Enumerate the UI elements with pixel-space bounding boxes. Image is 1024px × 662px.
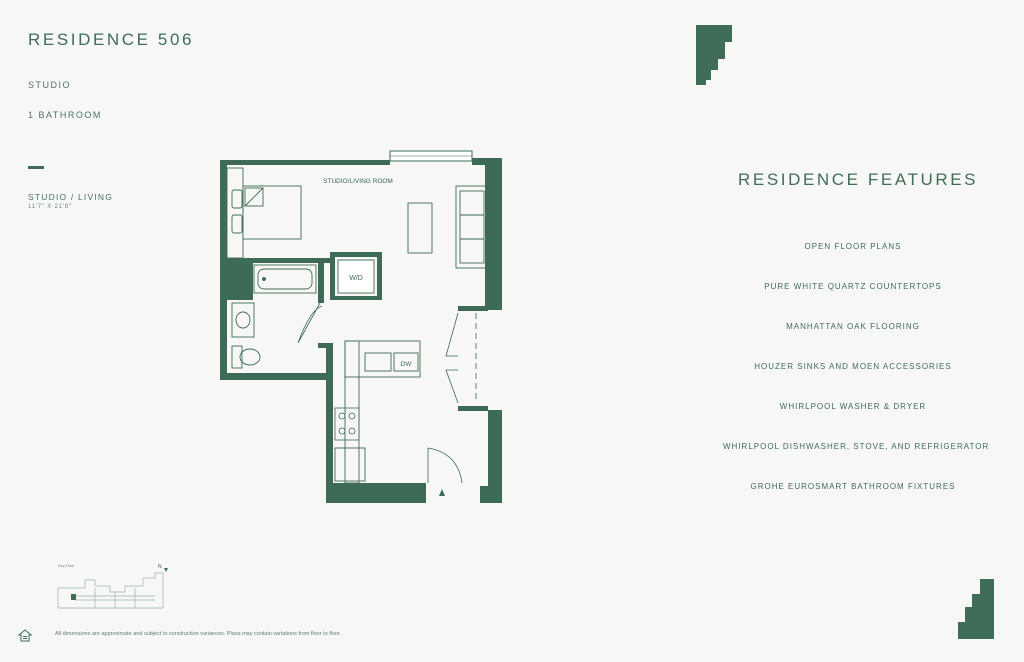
bathtub [253,264,317,294]
ottoman [407,202,433,254]
room-label: STUDIO / LIVING [28,192,114,202]
washer-dryer: W/D [337,259,375,294]
north-arrow-icon [164,568,168,572]
closet-doors [445,312,477,404]
feature-item: HOUZER SINKS AND MOEN ACCESSORIES [754,362,952,371]
bed [226,167,302,259]
stepped-logo-top [696,25,732,85]
refrigerator [334,447,366,482]
bathroom-door [297,302,323,344]
stepped-logo-bottom [958,579,994,639]
feature-item: WHIRLPOOL WASHER & DRYER [779,402,927,411]
feature-item: PURE WHITE QUARTZ COUNTERTOPS [764,282,942,291]
dishwasher-label: DW [401,361,413,368]
unit-highlight [71,594,76,600]
keyplan-label: Key Plan [58,563,75,568]
features-title: RESIDENCE FEATURES [738,170,979,189]
equal-housing-icon [18,629,32,642]
features-list: OPEN FLOOR PLANS PURE WHITE QUARTZ COUNT… [723,240,990,520]
entry-door [427,447,463,484]
entry-arrow-icon [439,489,445,496]
feature-item: GROHE EUROSMART BATHROOM FIXTURES [750,482,956,491]
divider [28,166,44,169]
floor-plan: STUDIO/LIVING ROOM W/D DW [220,150,502,503]
window [389,150,473,162]
room-dimensions: 11'7" X 21'8" [28,204,72,210]
north-indicator: N [158,564,162,570]
disclaimer: All dimensions are approximate and subje… [55,631,342,637]
kitchen-counter [344,340,421,484]
plan-room-label: STUDIO/LIVING ROOM [323,178,393,185]
page-title: RESIDENCE 506 [28,30,195,49]
bathroom-count: 1 BATHROOM [28,110,102,120]
sofa [455,185,489,269]
key-plan [57,568,168,609]
unit-type: STUDIO [28,80,72,90]
stove [334,407,360,441]
exterior-walls [220,158,502,503]
feature-item: OPEN FLOOR PLANS [804,242,902,251]
toilet [231,345,261,369]
washer-dryer-label: W/D [349,275,363,282]
interior-walls [227,252,488,411]
feature-item: WHIRLPOOL DISHWASHER, STOVE, AND REFRIGE… [723,442,990,451]
vanity-sink [231,302,255,338]
feature-item: MANHATTAN OAK FLOORING [786,322,920,331]
